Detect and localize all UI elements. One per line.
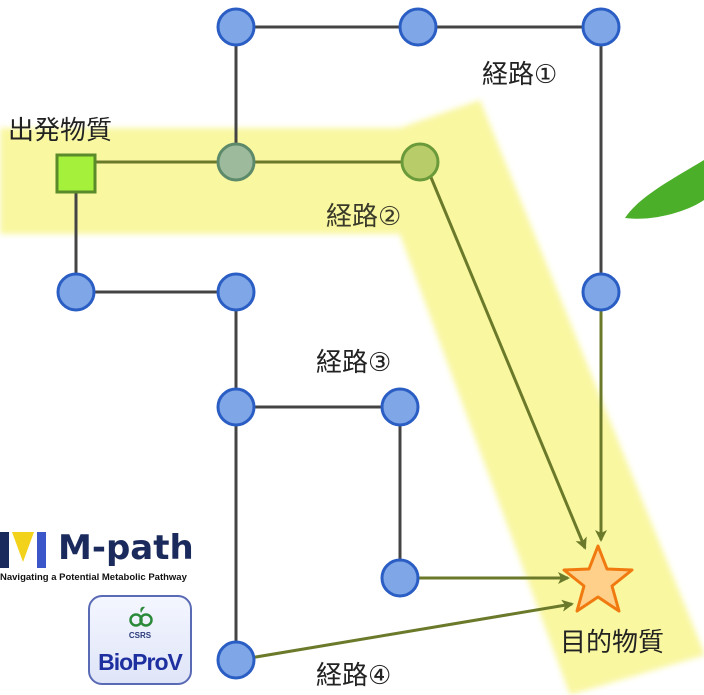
route2-label: 経路② xyxy=(326,202,402,232)
mpath-logo: M-path Navigating a Potential Metabolic … xyxy=(0,528,212,592)
network-nodes xyxy=(56,7,621,680)
node xyxy=(400,142,440,182)
route4-arrow xyxy=(249,599,574,660)
mpath-logo-icon xyxy=(0,532,46,568)
target-arrows xyxy=(249,174,607,660)
start-label: 出発物質 xyxy=(8,116,113,146)
bioprov-org: CSRS xyxy=(128,631,152,640)
node xyxy=(56,272,96,312)
network-edges xyxy=(74,25,603,660)
node xyxy=(216,142,256,182)
bioprov-logo: CSRS BioProV xyxy=(88,595,192,685)
csrs-icon xyxy=(129,606,153,627)
node xyxy=(581,7,621,47)
route1-label: 経路① xyxy=(482,60,558,90)
node xyxy=(216,272,256,312)
mpath-tagline: Navigating a Potential Metabolic Pathway xyxy=(0,572,187,583)
node xyxy=(380,558,420,598)
route3-label: 経路③ xyxy=(316,348,392,378)
star-node-icon xyxy=(562,544,634,613)
leaf-icon xyxy=(625,160,704,219)
node xyxy=(216,7,256,47)
route2-arrow xyxy=(428,174,587,550)
node xyxy=(380,387,420,427)
route4-label: 経路④ xyxy=(316,661,392,691)
mpath-name: M-path xyxy=(58,528,194,568)
square-node-icon xyxy=(55,153,97,194)
node xyxy=(398,7,438,47)
node xyxy=(216,387,256,427)
node xyxy=(216,640,256,680)
bioprov-name: BioProV xyxy=(98,649,183,675)
node xyxy=(581,272,621,312)
target-label: 目的物質 xyxy=(560,628,665,658)
